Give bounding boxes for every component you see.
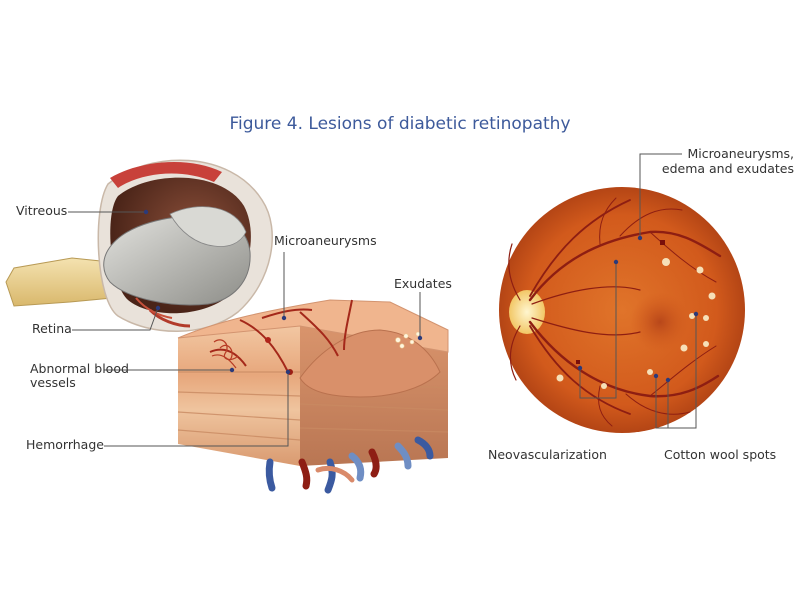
- macula: [630, 292, 690, 352]
- label-neovascularization: Neovascularization: [488, 447, 607, 462]
- leader-lines: [68, 153, 697, 447]
- retina-tissue-block: [177, 299, 449, 494]
- label-microaneurysms: Microaneurysms: [274, 233, 377, 248]
- cotton-wool-spots: [556, 258, 716, 389]
- choroid-rim: [110, 161, 222, 188]
- eye-cross-section: [5, 159, 273, 332]
- tissue-left-face: [178, 326, 300, 466]
- retinal-vessels: [508, 197, 722, 427]
- label-fundus-microaneurysms-line2: edema and exudates: [661, 161, 794, 176]
- fundus-image: [499, 187, 745, 433]
- fundus-disc: [499, 187, 745, 433]
- leader-dots: [143, 209, 699, 383]
- label-exudates: Exudates: [394, 276, 452, 291]
- label-fundus-microaneurysms-line1: Microaneurysms,: [687, 146, 794, 161]
- label-vitreous: Vitreous: [16, 203, 68, 218]
- label-abnormal-vessels-line1: Abnormal blood: [30, 361, 129, 376]
- label-abnormal-vessels-line2: vessels: [30, 375, 76, 390]
- label-retina: Retina: [32, 321, 72, 336]
- hemorrhage-spot: [660, 240, 665, 245]
- label-hemorrhage: Hemorrhage: [26, 437, 104, 452]
- figure-title: Figure 4. Lesions of diabetic retinopath…: [229, 114, 571, 134]
- optic-nerve: [5, 257, 113, 307]
- optic-disc: [509, 290, 545, 334]
- fovea-depression: [299, 329, 441, 398]
- label-cotton-wool-spots: Cotton wool spots: [664, 447, 777, 462]
